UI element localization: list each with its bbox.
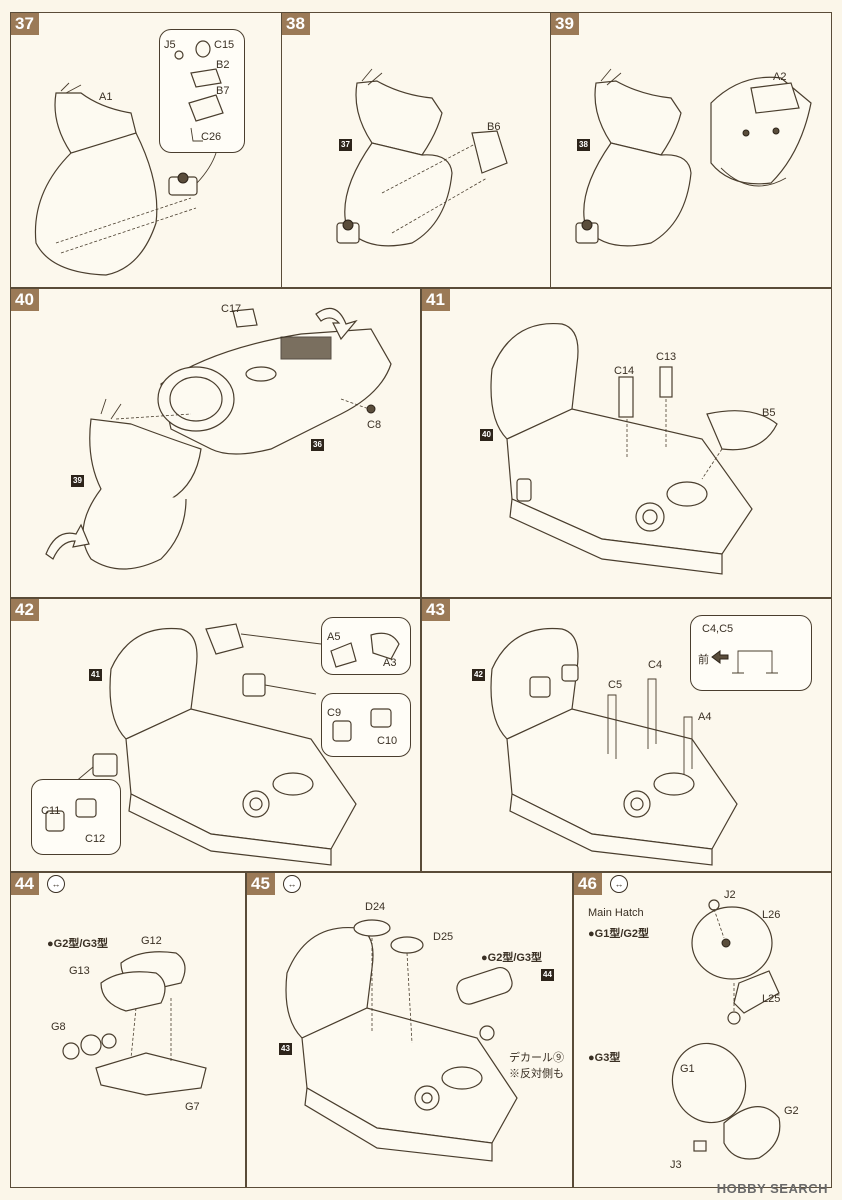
- label-j2: J2: [724, 889, 736, 901]
- both-sides-icon: ↔: [610, 875, 628, 893]
- label-b7: B7: [216, 85, 230, 97]
- label-c4c5: C4,C5: [702, 623, 734, 635]
- step-number: 42: [11, 599, 39, 621]
- label-c4: C4: [648, 659, 663, 671]
- step-37-panel: 37 A1 J5 C15 B2 B7 C26: [10, 12, 282, 288]
- label-main-hatch: Main Hatch: [588, 907, 644, 919]
- label-decal: デカール⑨: [509, 1052, 564, 1064]
- step-37-illustration: [34, 82, 217, 276]
- step-40-panel: 40 36 39 C17 C8: [10, 288, 421, 598]
- both-sides-icon: ↔: [47, 875, 65, 893]
- label-g1: G1: [680, 1063, 695, 1075]
- step-43-panel: 43 42 C4,C5 前 C4 C5 A4: [421, 598, 832, 872]
- both-sides-icon: ↔: [283, 875, 301, 893]
- step-42-panel: 42 41 A5 A3 C9 C10 C11 C12: [10, 598, 421, 872]
- label-c15: C15: [214, 39, 235, 51]
- step-38-panel: 38 37 B6: [281, 12, 551, 288]
- label-a2: A2: [773, 71, 787, 83]
- label-l25: L25: [762, 993, 781, 1005]
- step-46-illustration: [671, 899, 781, 1160]
- label-c26: C26: [201, 131, 222, 143]
- step-40-illustration: [45, 307, 392, 570]
- ref-badge: 43: [279, 1043, 292, 1055]
- step-44-panel: 44 ↔ ●G2型/G3型 G12 G13 G8 G7: [10, 872, 246, 1188]
- step-45-panel: 45 ↔ 44 43 D24 D25 ●G2型/G3型 デカール⑨ ※反対側も: [246, 872, 573, 1188]
- label-a5: A5: [327, 631, 341, 643]
- ref-badge: 41: [89, 669, 102, 681]
- ref-badge: 44: [541, 969, 554, 981]
- label-d24: D24: [365, 901, 386, 913]
- step-46-panel: 46 ↔ Main Hatch ●G1型/G2型 J2 L26 L25 ●G3型…: [573, 872, 832, 1188]
- step-42-illustration: [60, 623, 357, 866]
- label-d25: D25: [433, 931, 454, 943]
- label-c8: C8: [367, 419, 382, 431]
- step-number: 41: [422, 289, 450, 311]
- step-41-illustration: [490, 322, 778, 575]
- label-decal-note: ※反対側も: [509, 1068, 564, 1080]
- step-43-illustration: [490, 627, 738, 866]
- label-c11: C11: [41, 805, 61, 817]
- step-39-illustration: [575, 68, 812, 247]
- step-number: 39: [551, 13, 579, 35]
- step-39-panel: 39 38 A2: [550, 12, 832, 288]
- label-c9: C9: [327, 707, 342, 719]
- ref-badge: 37: [339, 139, 352, 151]
- step-number: 46: [574, 873, 602, 895]
- label-j3: J3: [670, 1159, 682, 1171]
- label-a1: A1: [99, 91, 113, 103]
- label-g2: G2: [784, 1105, 799, 1117]
- label-c12: C12: [85, 833, 106, 845]
- label-a3: A3: [383, 657, 397, 669]
- step-42-callout-c: [31, 779, 121, 855]
- step-number: 45: [247, 873, 275, 895]
- ref-badge: 42: [472, 669, 485, 681]
- label-c10: C10: [377, 735, 398, 747]
- step-37-callout-art: [174, 40, 224, 142]
- label-c14: C14: [614, 365, 635, 377]
- label-g8: G8: [51, 1021, 66, 1033]
- ref-badge: 38: [577, 139, 590, 151]
- step-number: 44: [11, 873, 39, 895]
- step-43-callout-art: [711, 650, 778, 674]
- label-front: 前: [698, 654, 709, 666]
- watermark: HOBBY SEARCH: [716, 1181, 828, 1196]
- label-b5: B5: [762, 407, 776, 419]
- label-a4: A4: [698, 711, 712, 723]
- label-g12: G12: [141, 935, 162, 947]
- ref-badge: 36: [311, 439, 324, 451]
- step-45-illustration: [285, 919, 518, 1162]
- step-43-callout: [690, 615, 812, 691]
- step-44-illustration: [62, 951, 207, 1096]
- variant-label: ●G2型/G3型: [481, 952, 543, 964]
- step-number: 37: [11, 13, 39, 35]
- step-number: 40: [11, 289, 39, 311]
- label-b2: B2: [216, 59, 230, 71]
- label-c13: C13: [656, 351, 677, 363]
- label-b6: B6: [487, 121, 501, 133]
- label-c5: C5: [608, 679, 623, 691]
- variant-label: ●G2型/G3型: [47, 938, 109, 950]
- step-38-illustration: [336, 68, 508, 247]
- step-number: 38: [282, 13, 310, 35]
- variant-label-2: ●G3型: [588, 1052, 621, 1064]
- step-42-callout-art: [45, 632, 400, 832]
- step-number: 43: [422, 599, 450, 621]
- label-l26: L26: [762, 909, 781, 921]
- variant-label-1: ●G1型/G2型: [588, 928, 650, 940]
- ref-badge: 40: [480, 429, 493, 441]
- label-c17: C17: [221, 303, 242, 315]
- step-41-panel: 41 40 C14 C13 B5: [421, 288, 832, 598]
- label-g13: G13: [69, 965, 90, 977]
- label-j5: J5: [164, 39, 176, 51]
- label-g7: G7: [185, 1101, 200, 1113]
- ref-badge: 39: [71, 475, 84, 487]
